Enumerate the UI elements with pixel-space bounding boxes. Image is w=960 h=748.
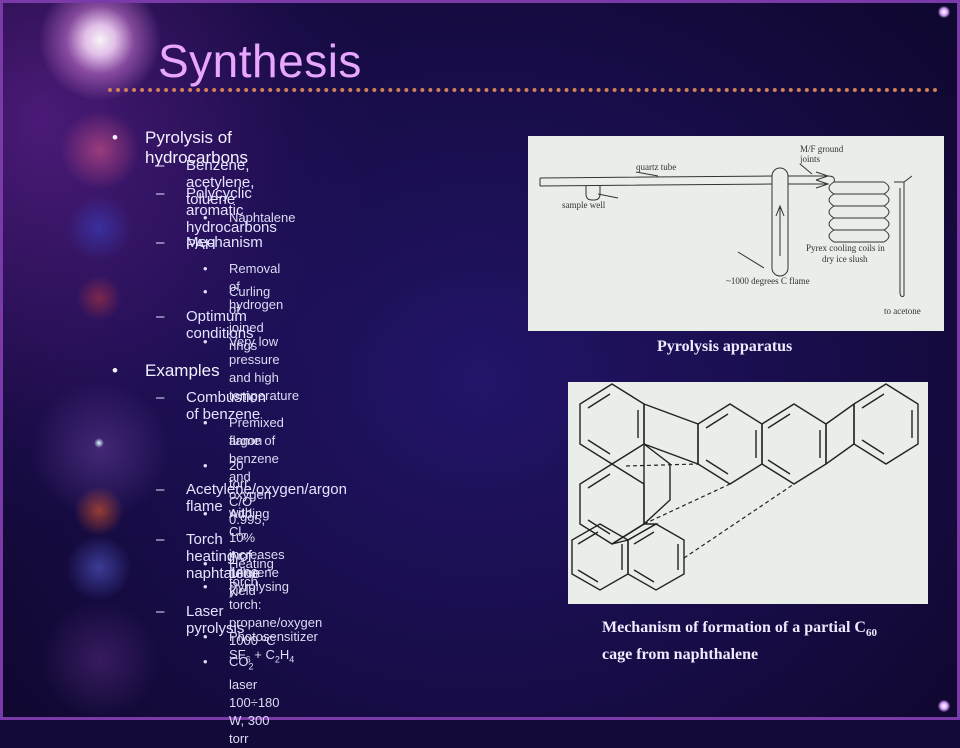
bullet-dot: • <box>203 556 208 571</box>
corner-dot <box>938 6 950 18</box>
bullet-dot: • <box>203 579 208 594</box>
bullet-examples: Examples <box>145 361 220 380</box>
item-co2-laser: CO2 laser 100÷180 W, 300 torr <box>229 654 280 746</box>
item-adding-cl2: Adding Cl2 increases fullerene yield <box>229 506 285 598</box>
item-naphtalene: Naphtalene <box>229 210 296 225</box>
dash-marker: – <box>156 157 165 174</box>
item-low-pressure: Very low pressure and high temperature <box>229 334 300 403</box>
lens-flare-orb <box>66 535 132 601</box>
bullet-dot: • <box>203 458 208 473</box>
caption-c60-mechanism: Mechanism of formation of a partial C60 … <box>602 619 877 664</box>
bullet-pyrolysis: Pyrolysis of hydrocarbons <box>145 128 249 167</box>
corner-dot <box>938 700 950 712</box>
lens-flare-sparkle <box>94 438 104 448</box>
lens-flare-orb <box>40 600 160 720</box>
bullet-dot: • <box>203 629 208 644</box>
label-quartz-tube: quartz tube <box>636 162 676 172</box>
lens-flare-orb <box>66 195 132 261</box>
sub-mechanism: Mechanism <box>186 234 263 251</box>
item-pyrolysing-torch: Pyrolysing torch: propane/oxygen 1000 ºC <box>229 579 323 648</box>
label-acetone: to acetone <box>884 306 921 316</box>
sub-benzene: Benzene, acetylene, toluene <box>186 157 255 208</box>
item-premixed-flame: Premixed flame of benzene and oxygen wit… <box>229 415 284 520</box>
item-curling-rings: Curling of joined rings <box>229 284 271 353</box>
bullet-dot: • <box>203 506 208 521</box>
bullet-dot: • <box>203 334 208 349</box>
dash-marker: – <box>156 481 165 498</box>
caption-pyrolysis-apparatus: Pyrolysis apparatus <box>657 338 793 355</box>
item-photosensitizer: Photosensitizer SF6 + C2H4 <box>229 629 318 665</box>
lens-flare-orb <box>74 486 124 536</box>
c60-mechanism-figure <box>568 382 928 604</box>
dash-marker: – <box>156 234 165 251</box>
dash-marker: – <box>156 389 165 406</box>
label-flame: ~1000 degrees C flame <box>726 276 810 286</box>
label-cooling-coils-2: dry ice slush <box>822 254 868 264</box>
item-combustion-params: 20 torr, C/O 0.995, 10% Ar, 1800 K <box>229 458 266 599</box>
sub-optimum: Optimum conditions <box>186 308 254 342</box>
item-heating-torch: Heating torch <box>229 556 274 589</box>
slide-title: Synthesis <box>158 35 362 87</box>
bullet-dot: • <box>203 210 208 225</box>
sub-pah: Polycyclic aromatic hydrocarbons PAH <box>186 185 277 253</box>
item-hydrogen-removal: Removal of hydrogen <box>229 261 284 312</box>
lens-flare-orb <box>60 110 140 190</box>
bullet-dot: • <box>112 361 118 380</box>
bullet-dot: • <box>203 261 208 276</box>
dash-marker: – <box>156 308 165 325</box>
c60-mechanism-diagram <box>571 383 919 591</box>
bullet-dot: • <box>112 128 118 147</box>
label-ground-joints: M/F ground <box>800 144 844 154</box>
bullet-dot: • <box>203 654 208 669</box>
lens-flare-orb <box>76 275 122 321</box>
bullet-dot: • <box>203 284 208 299</box>
item-premixed-flame-cont: argon <box>229 433 263 448</box>
sub-torch: Torch heating of naphtalene <box>186 531 261 582</box>
pyrolysis-apparatus-diagram: M/F ground joints quartz tube sample wel… <box>539 144 921 316</box>
dash-marker: – <box>156 531 165 548</box>
bullet-dot: • <box>203 415 208 430</box>
pyrolysis-apparatus-figure: M/F ground joints quartz tube sample wel… <box>528 136 944 331</box>
label-cooling-coils: Pyrex cooling coils in <box>806 243 885 253</box>
lens-flare-glow <box>40 0 160 100</box>
slide-frame <box>0 0 960 720</box>
sub-acetylene: Acetylene/oxygen/argon flame <box>186 481 347 515</box>
label-sample-well: sample well <box>562 200 606 210</box>
sub-laser: Laser pyrolysis <box>186 603 245 637</box>
label-ground-joints-2: joints <box>799 154 821 164</box>
sub-combustion: Combustion of benzene <box>186 389 267 423</box>
dash-marker: – <box>156 185 165 202</box>
dash-marker: – <box>156 603 165 620</box>
title-underline <box>108 88 938 92</box>
